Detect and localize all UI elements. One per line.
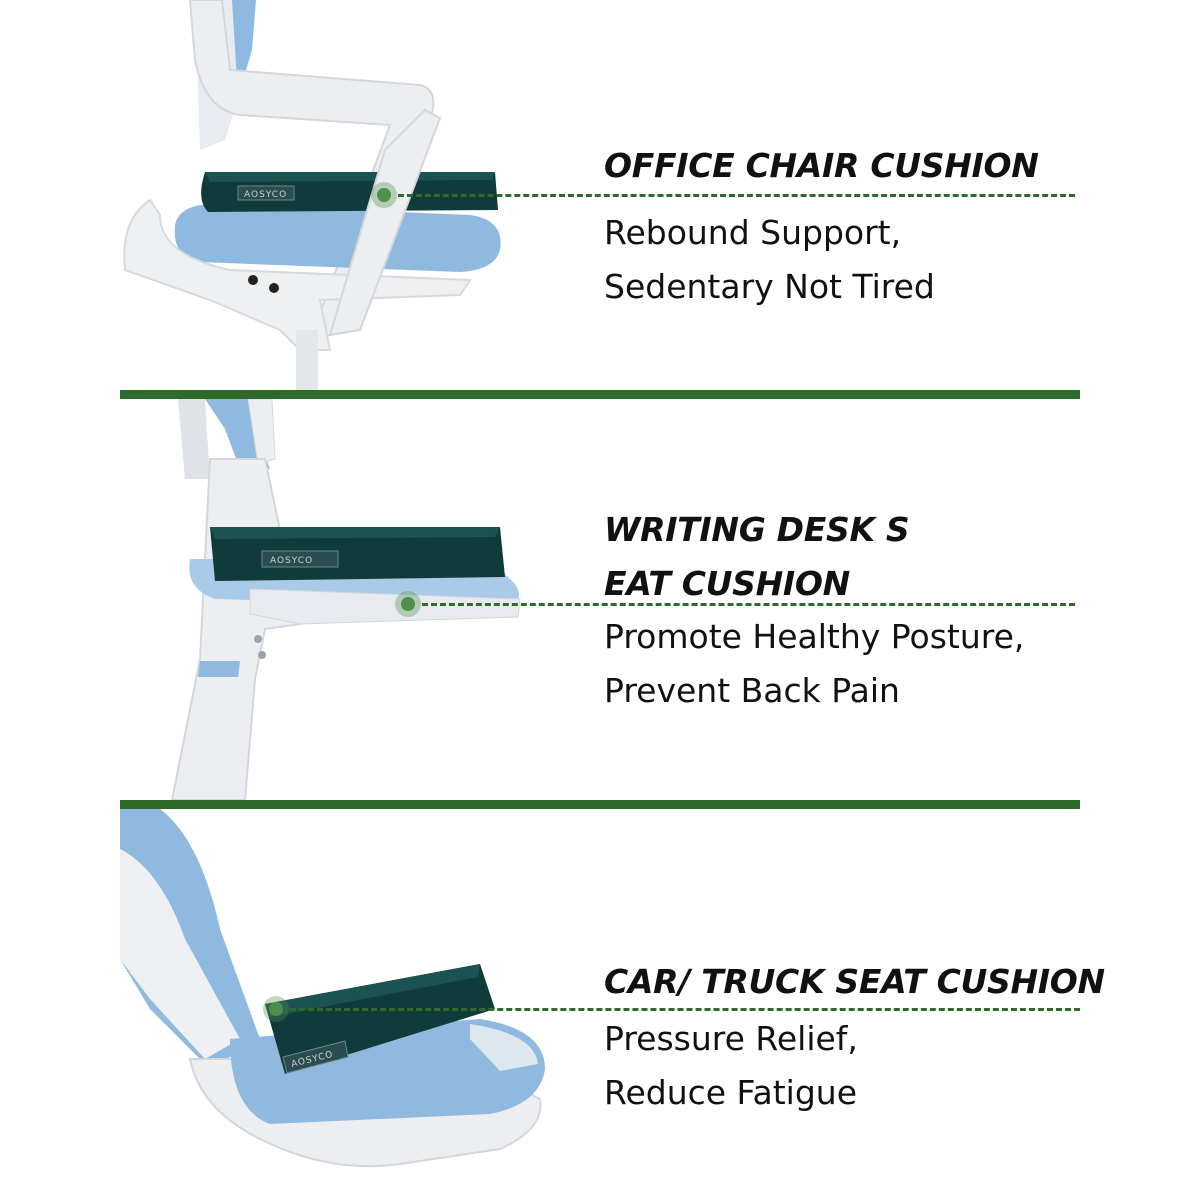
callout-line-2 (422, 603, 1075, 606)
section-title-1: OFFICE CHAIR CUSHION (604, 146, 1039, 185)
writing-chair-illustration: AOSYCO (170, 399, 521, 800)
section-divider-2 (120, 800, 1080, 809)
callout-dot-inner-1 (377, 188, 391, 202)
car-seat-illustration: AOSYCO (120, 809, 545, 1168)
cushion-brand-label-1: AOSYCO (244, 190, 287, 200)
section-writing-desk-chair: AOSYCO WRITING DESK S EAT CUSHION Promot… (0, 399, 1200, 800)
callout-dot-3 (263, 996, 289, 1022)
office-chair-illustration: AOSYCO (123, 0, 501, 390)
section-title-3-line-1: CAR/ TRUCK SEAT CUSHION (604, 962, 1105, 1001)
callout-line-3 (290, 1008, 1080, 1011)
section-title-2-line-2: EAT CUSHION (604, 564, 850, 603)
section-office-chair: AOSYCO OFFICE CHAIR CUSHION Rebound Supp… (0, 0, 1200, 390)
callout-dot-inner-2 (401, 597, 415, 611)
section-title-1-line-1: OFFICE CHAIR CUSHION (604, 146, 1039, 185)
section-description-3-line-1: Pressure Relief, (604, 1019, 858, 1058)
section-title-3: CAR/ TRUCK SEAT CUSHION (604, 962, 1105, 1001)
section-description-3: Pressure Relief, Reduce Fatigue (604, 1012, 858, 1120)
section-car-seat: AOSYCO CAR/ TRUCK SEAT CUSHION Pressure … (0, 809, 1200, 1200)
callout-dot-1 (371, 182, 397, 208)
section-description-1-line-2: Sedentary Not Tired (604, 267, 935, 306)
callout-dot-2 (395, 591, 421, 617)
section-description-3-line-2: Reduce Fatigue (604, 1073, 857, 1112)
section-title-2-line-1: WRITING DESK S (604, 510, 910, 549)
callout-dot-inner-3 (269, 1002, 283, 1016)
section-divider-1 (120, 390, 1080, 399)
section-description-2: Promote Healthy Posture, Prevent Back Pa… (604, 610, 1024, 718)
callout-line-1 (398, 194, 1075, 197)
section-description-1: Rebound Support, Sedentary Not Tired (604, 206, 935, 314)
cushion-brand-label-2: AOSYCO (270, 556, 313, 566)
section-description-2-line-1: Promote Healthy Posture, (604, 617, 1025, 656)
section-title-2: WRITING DESK S EAT CUSHION (604, 503, 910, 611)
section-description-2-line-2: Prevent Back Pain (604, 671, 900, 710)
section-description-1-line-1: Rebound Support, (604, 213, 902, 252)
